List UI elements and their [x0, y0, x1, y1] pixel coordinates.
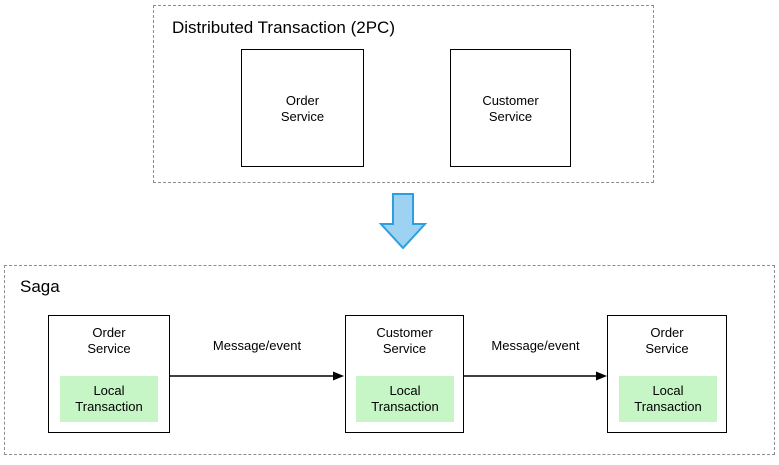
- chip-label: Local Transaction: [371, 383, 439, 414]
- chip-saga-customer-service-local-transaction: Local Transaction: [356, 376, 454, 422]
- box-2pc-customer-service-label: Customer Service: [482, 93, 539, 124]
- chip-label: Local Transaction: [634, 383, 702, 414]
- flow-1-label: Message/event: [212, 338, 302, 353]
- chip-saga-order-service-2-local-transaction: Local Transaction: [619, 376, 717, 422]
- box-saga-order-service-2-label: Order Service: [645, 325, 689, 356]
- arrow-down-icon: [378, 193, 428, 250]
- group-distributed-transaction: [153, 5, 654, 183]
- flow-1-arrow: [168, 368, 348, 384]
- group-saga-title: Saga: [20, 277, 60, 296]
- group-distributed-transaction-title: Distributed Transaction (2PC): [172, 18, 395, 37]
- chip-label: Local Transaction: [75, 383, 143, 414]
- box-saga-order-service[interactable]: Order Service Local Transaction: [48, 315, 170, 433]
- arrow-head-icon: [333, 371, 344, 381]
- transition-arrow: [378, 192, 428, 250]
- group-saga: [4, 265, 775, 455]
- box-2pc-order-service-label: Order Service: [280, 93, 325, 124]
- box-saga-order-service-label: Order Service: [87, 325, 131, 356]
- box-saga-customer-service[interactable]: Customer Service Local Transaction: [345, 315, 464, 433]
- box-2pc-customer-service[interactable]: Customer Service: [450, 49, 571, 167]
- flow-2-label: Message/event: [491, 338, 580, 353]
- arrow-head-icon: [596, 371, 607, 381]
- box-2pc-order-service[interactable]: Order Service: [241, 49, 364, 167]
- flow-2-arrow: [462, 368, 611, 384]
- box-saga-customer-service-label: Customer Service: [376, 325, 433, 356]
- chip-saga-order-service-local-transaction: Local Transaction: [60, 376, 158, 422]
- box-saga-order-service-2[interactable]: Order Service Local Transaction: [607, 315, 727, 433]
